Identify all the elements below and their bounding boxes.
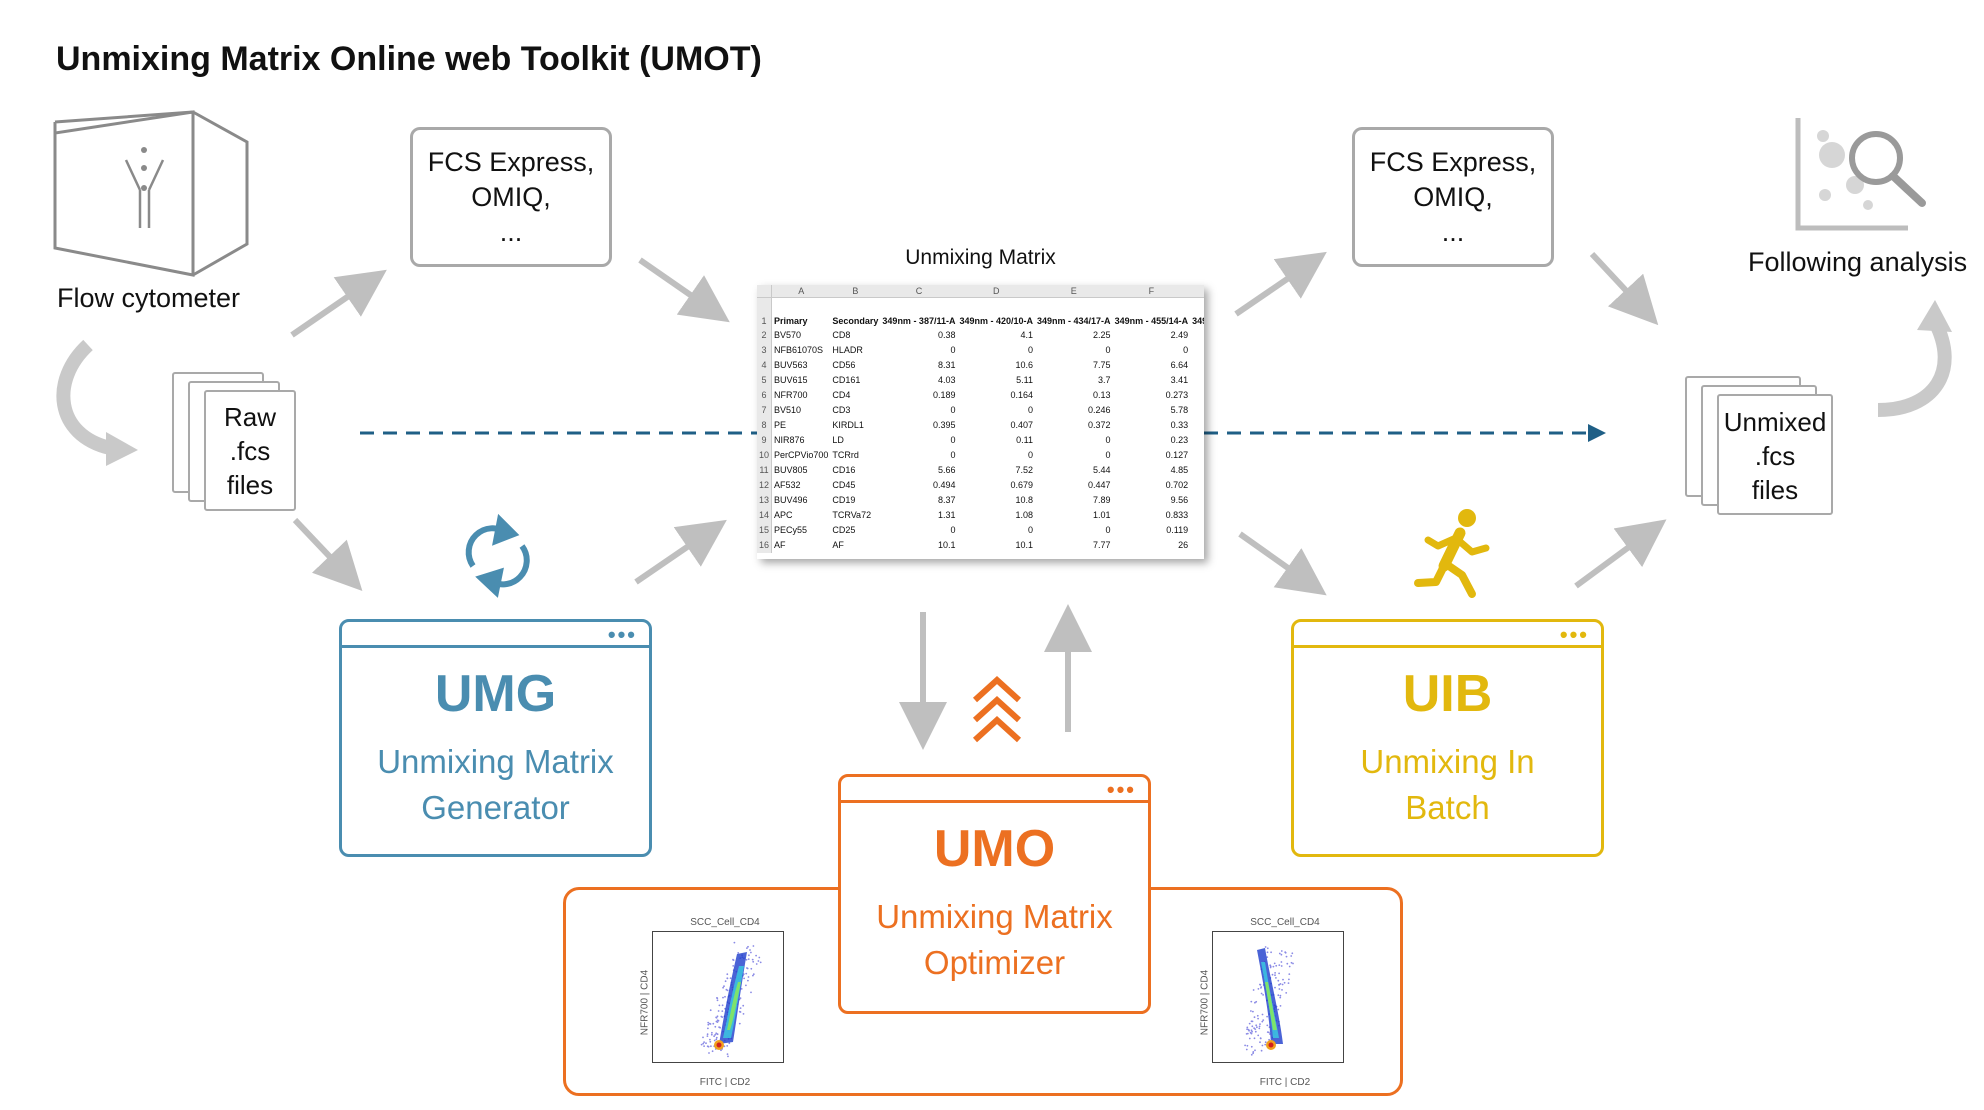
triple-chevron-right-icon <box>980 1041 1017 1065</box>
triple-chevron-up-icon <box>972 675 1022 743</box>
analysis-magnifier-icon <box>1795 118 1926 231</box>
curved-arrow-left-icon <box>56 339 138 466</box>
gray-arrows <box>290 251 1667 750</box>
sync-icon <box>465 513 530 598</box>
flow-cytometer-icon <box>53 110 249 277</box>
curved-arrow-right-icon <box>1877 300 1952 417</box>
running-person-icon <box>1414 509 1490 598</box>
